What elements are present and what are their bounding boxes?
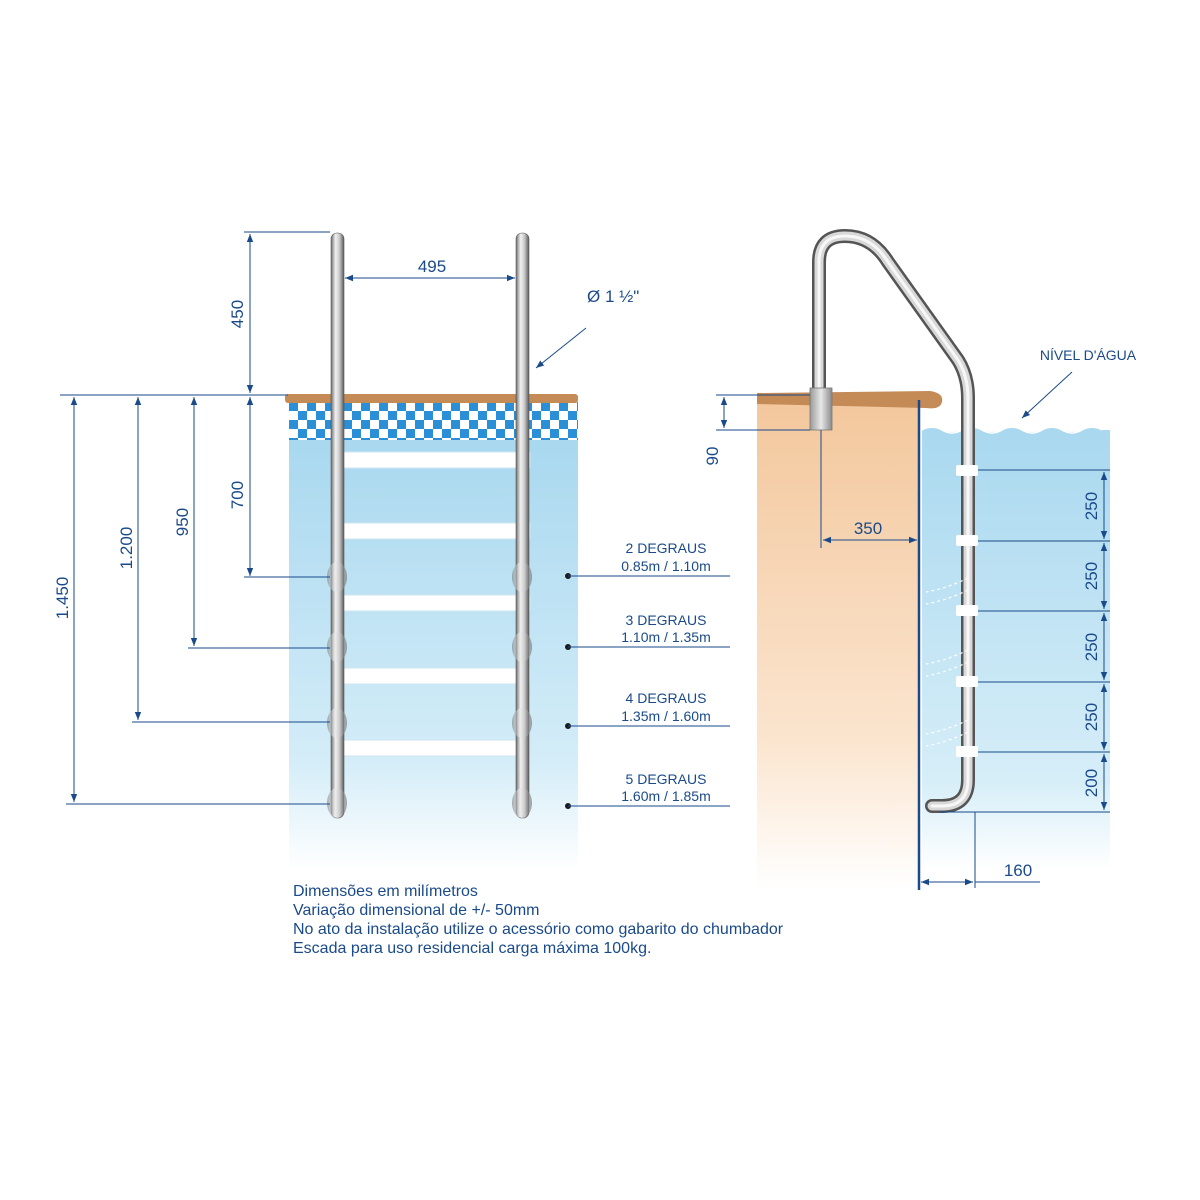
rail-joint bbox=[327, 708, 347, 738]
depth-700-dimension: 700 bbox=[228, 397, 330, 578]
depth-950-label: 950 bbox=[173, 508, 192, 536]
rail-joint bbox=[327, 632, 347, 662]
rail-joint bbox=[512, 632, 532, 662]
rail-joint bbox=[512, 562, 532, 592]
step-option-range: 1.35m / 1.60m bbox=[621, 708, 711, 724]
rail-joint bbox=[327, 562, 347, 592]
step-option: 5 DEGRAUS 1.60m / 1.85m bbox=[565, 771, 730, 809]
left-rail bbox=[330, 232, 345, 819]
tube-diameter-label: Ø 1 ½" bbox=[587, 287, 639, 306]
side-step bbox=[956, 746, 978, 757]
depth-700-label: 700 bbox=[228, 481, 247, 509]
ladder-step bbox=[339, 451, 531, 469]
step-option-title: 2 DEGRAUS bbox=[626, 540, 707, 556]
side-steps bbox=[956, 465, 978, 757]
side-step bbox=[956, 535, 978, 546]
water-level-callout: NÍVEL D'ÁGUA bbox=[1021, 347, 1137, 419]
front-view: 495 Ø 1 ½" 450 700 950 bbox=[53, 231, 730, 870]
step-option-title: 3 DEGRAUS bbox=[626, 612, 707, 628]
step-spacing-label: 250 bbox=[1082, 703, 1101, 731]
step-options: 2 DEGRAUS 0.85m / 1.10m 3 DEGRAUS 1.10m … bbox=[565, 540, 730, 809]
step-spacing-label: 250 bbox=[1082, 633, 1101, 661]
water-surface bbox=[921, 426, 1103, 434]
depth-950-dimension: 950 bbox=[173, 397, 330, 649]
installation-notes: Dimensões em milímetros Variação dimensi… bbox=[293, 882, 783, 958]
ladder-rails bbox=[327, 232, 532, 819]
note-line: Dimensões em milímetros bbox=[293, 883, 478, 900]
rail-joint bbox=[327, 788, 347, 818]
step-option: 3 DEGRAUS 1.10m / 1.35m bbox=[565, 612, 730, 650]
width-dimension: 495 bbox=[345, 257, 515, 282]
depth-1450-dimension: 1.450 bbox=[53, 397, 330, 805]
anchor-offset-dimension: 350 bbox=[820, 430, 917, 548]
note-line: Variação dimensional de +/- 50mm bbox=[293, 902, 540, 919]
step-option-title: 5 DEGRAUS bbox=[626, 771, 707, 787]
water-level-label: NÍVEL D'ÁGUA bbox=[1040, 347, 1137, 363]
anchor-depth-label: 90 bbox=[703, 447, 722, 466]
step-option: 4 DEGRAUS 1.35m / 1.60m bbox=[565, 690, 730, 729]
ladder-step bbox=[339, 667, 531, 685]
width-label: 495 bbox=[418, 257, 446, 276]
step-option-title: 4 DEGRAUS bbox=[626, 690, 707, 706]
step-option-range: 0.85m / 1.10m bbox=[621, 558, 711, 574]
ladder-step bbox=[339, 522, 531, 540]
above-deck-dimension: 450 bbox=[228, 231, 330, 393]
side-step bbox=[956, 676, 978, 687]
depth-1200-dimension: 1.200 bbox=[117, 397, 330, 723]
anchor-sleeve bbox=[809, 387, 833, 431]
wall-offset-label: 160 bbox=[1004, 861, 1032, 880]
anchor-offset-label: 350 bbox=[854, 519, 882, 538]
side-step bbox=[956, 465, 978, 476]
anchor-depth-dimension: 90 bbox=[703, 394, 810, 466]
step-option-range: 1.60m / 1.85m bbox=[621, 788, 711, 804]
step-option: 2 DEGRAUS 0.85m / 1.10m bbox=[565, 540, 730, 579]
step-option-range: 1.10m / 1.35m bbox=[621, 629, 711, 645]
deck-coping bbox=[285, 394, 578, 403]
depth-1200-label: 1.200 bbox=[117, 527, 136, 570]
step-spacing-label: 250 bbox=[1082, 562, 1101, 590]
above-deck-label: 450 bbox=[228, 300, 247, 328]
step-spacing-label: 250 bbox=[1082, 492, 1101, 520]
tube-callout: Ø 1 ½" bbox=[535, 287, 639, 369]
side-view: NÍVEL D'ÁGUA 90 350 bbox=[703, 228, 1137, 890]
step-spacing-label: 200 bbox=[1082, 769, 1101, 797]
pool-wall-soil bbox=[757, 395, 918, 890]
note-line: Escada para uso residencial carga máxima… bbox=[293, 940, 652, 957]
depth-1450-label: 1.450 bbox=[53, 577, 72, 620]
wall-offset-dimension: 160 bbox=[921, 812, 1040, 888]
step-spacing-dimensions: 250 250 250 250 200 bbox=[940, 469, 1110, 813]
right-rail bbox=[515, 232, 530, 819]
rail-joint bbox=[512, 708, 532, 738]
rail-joint bbox=[512, 788, 532, 818]
ladder-step bbox=[339, 739, 531, 757]
ladder-step bbox=[339, 594, 531, 612]
side-step bbox=[956, 605, 978, 616]
note-line: No ato da instalação utilize o acessório… bbox=[293, 921, 784, 938]
